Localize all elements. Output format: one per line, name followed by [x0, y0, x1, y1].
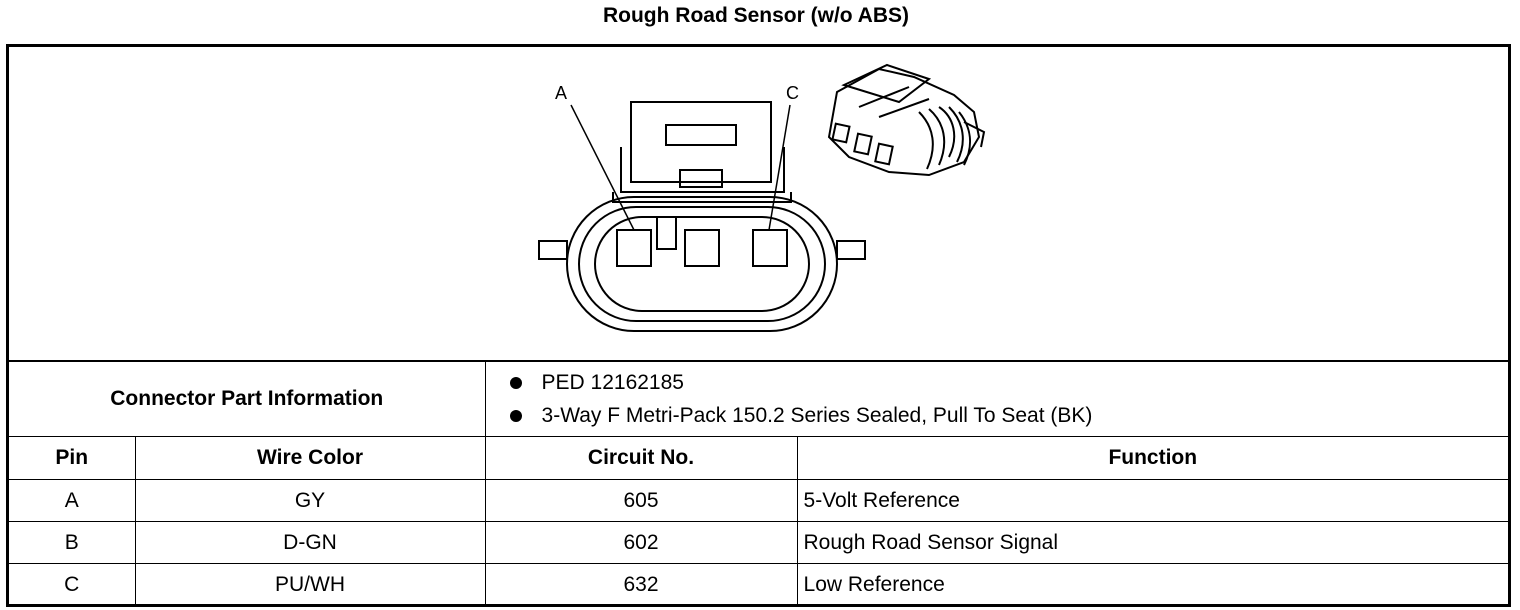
pin-cavity-c [752, 229, 788, 267]
cell-function: 5-Volt Reference [796, 479, 1509, 522]
cell-pin: C [9, 563, 136, 605]
cell-circuit-no: 632 [484, 563, 798, 605]
cell-pin: A [9, 479, 136, 522]
page-title: Rough Road Sensor (w/o ABS) [602, 4, 910, 27]
cell-wire-color: PU/WH [134, 563, 486, 605]
pin-cavity-b [684, 229, 720, 267]
connector-diagram: A C [9, 47, 1508, 362]
header-pin: Pin [9, 436, 136, 480]
cell-wire-color: D-GN [134, 521, 486, 564]
connector-info-item: 3-Way F Metri-Pack 150.2 Series Sealed, … [509, 399, 1509, 432]
cell-function: Low Reference [796, 563, 1509, 605]
cell-function: Rough Road Sensor Signal [796, 521, 1509, 564]
pin-label-c: C [786, 83, 799, 103]
header-function: Function [796, 436, 1509, 480]
pin-label-a: A [555, 83, 567, 103]
table-header-row: Pin Wire Color Circuit No. Function [9, 436, 1509, 480]
header-circuit-no: Circuit No. [484, 436, 798, 480]
connector-iso-picture [827, 63, 986, 177]
connector-info-item: PED 12162185 [509, 366, 1509, 399]
right-ear [836, 240, 866, 260]
connector-info-row: Connector Part Information PED 12162185 … [9, 362, 1509, 437]
latch-housing [630, 101, 772, 183]
cell-pin: B [9, 521, 136, 564]
header-wire-color: Wire Color [134, 436, 486, 480]
connector-info-label: Connector Part Information [9, 362, 486, 437]
table-row: C PU/WH 632 Low Reference [9, 563, 1509, 605]
connector-face-drawing: A C [538, 63, 986, 332]
latch-window [665, 124, 737, 146]
cell-circuit-no: 605 [484, 479, 798, 522]
cell-wire-color: GY [134, 479, 486, 522]
cell-circuit-no: 602 [484, 521, 798, 564]
connector-info-details: PED 12162185 3-Way F Metri-Pack 150.2 Se… [484, 362, 1509, 437]
pin-cavity-a [616, 229, 652, 267]
table-row: B D-GN 602 Rough Road Sensor Signal [9, 521, 1509, 564]
connector-outer-shell [566, 196, 838, 332]
left-ear [538, 240, 568, 260]
connector-frame: A C [6, 44, 1511, 607]
pinout-table: Connector Part Information PED 12162185 … [9, 362, 1509, 605]
table-row: A GY 605 5-Volt Reference [9, 479, 1509, 522]
